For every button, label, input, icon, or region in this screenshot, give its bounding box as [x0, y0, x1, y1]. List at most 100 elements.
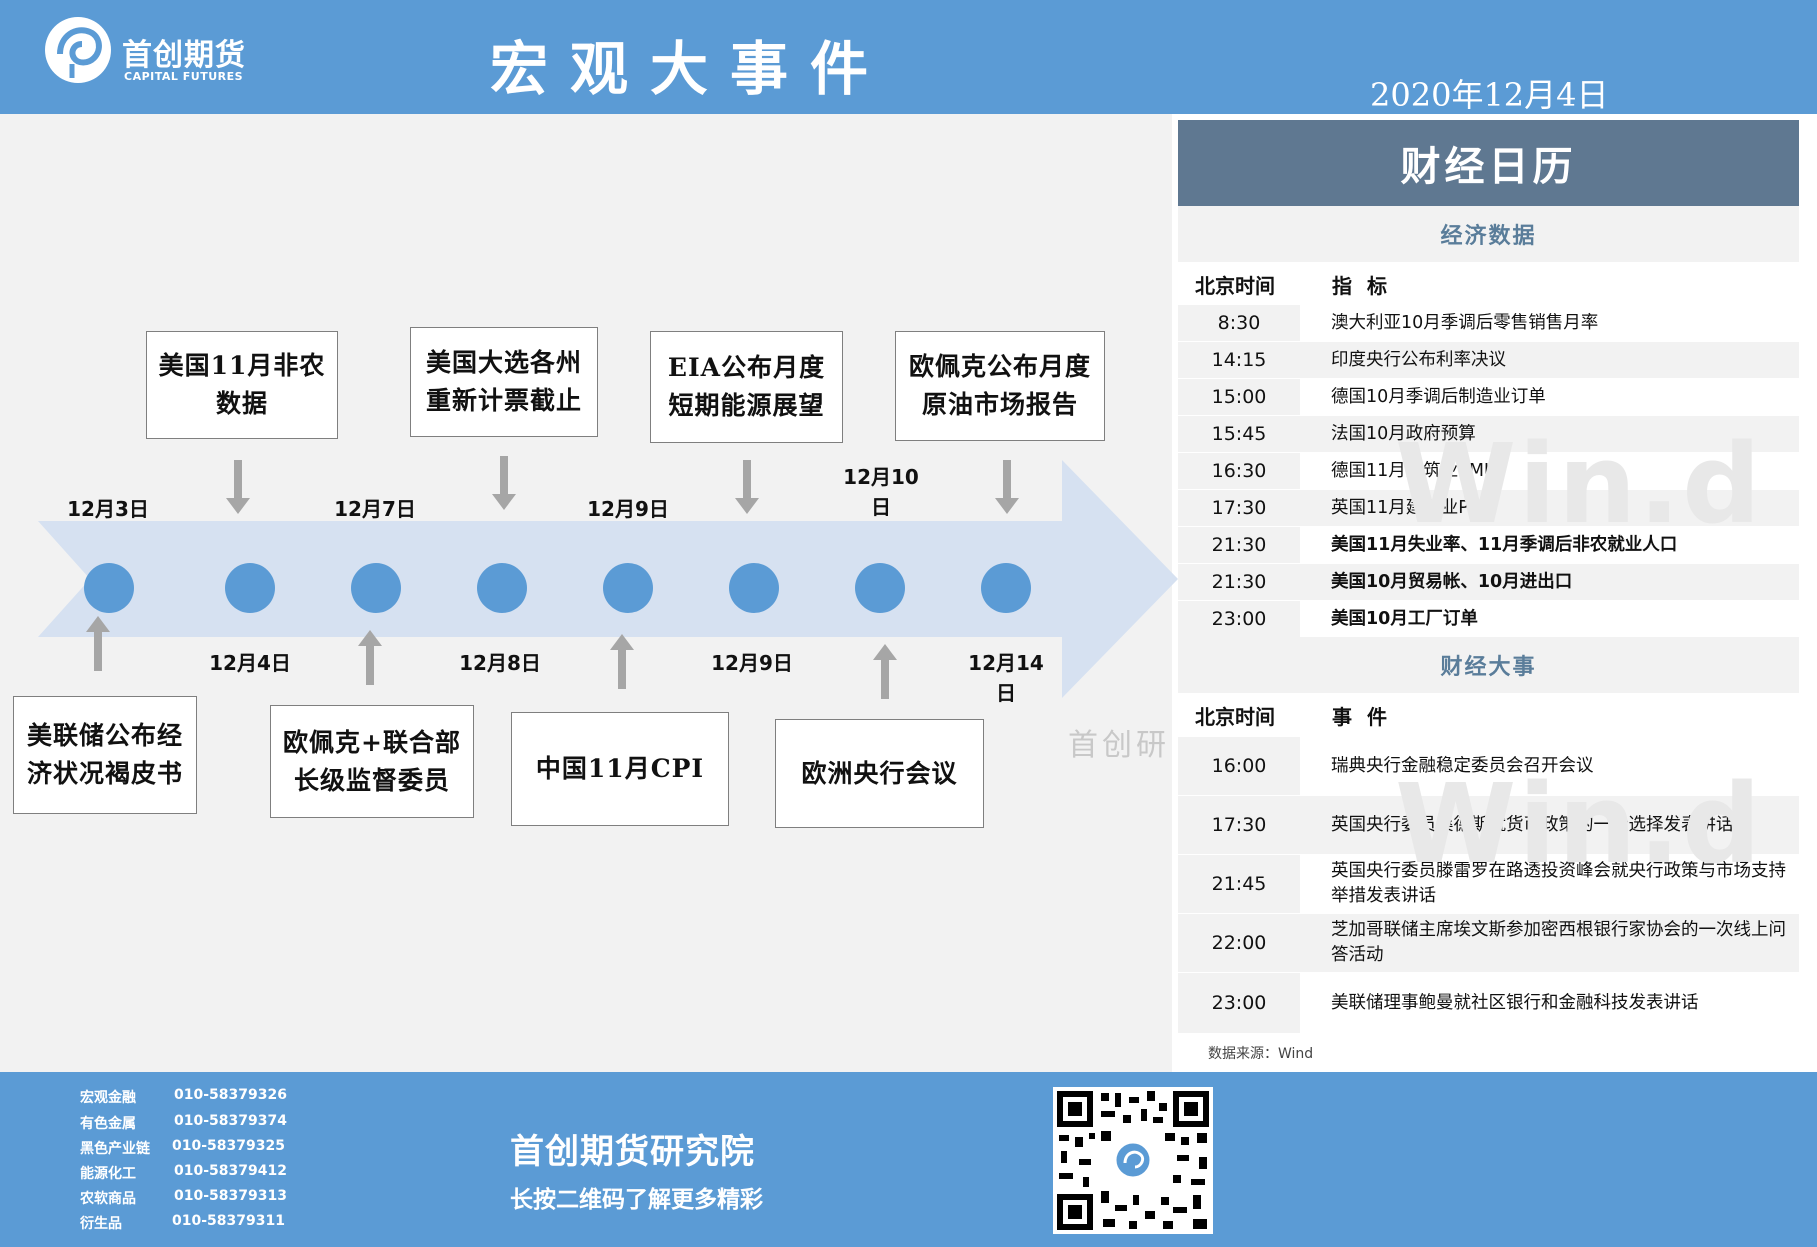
data-source-note: 数据来源：Wind: [1208, 1046, 1314, 1062]
econ-item: 美国11月失业率、11月季调后非农就业人口: [1331, 534, 1678, 555]
timeline-date: 12月9日: [711, 651, 793, 675]
timeline-date: 12月3日: [67, 497, 149, 521]
contact-dept: 农软商品: [80, 1191, 136, 1207]
econ-time: 16:30: [1178, 453, 1300, 489]
econ-item: 英国11月建筑业PMI: [1331, 497, 1490, 518]
event-box-ecb-meeting: 欧洲央行会议: [775, 719, 984, 828]
contact-dept: 衍生品: [80, 1216, 122, 1232]
event-item: 美联储理事鲍曼就社区银行和金融科技发表讲话: [1331, 992, 1699, 1013]
event-row: 21:45 英国央行委员滕雷罗在路透投资峰会就央行政策与市场支持举措发表讲话: [1178, 855, 1799, 913]
contact-phone: 010-58379325: [172, 1138, 285, 1154]
event-box-opec-plus: 欧佩克+联合部长级监督委员: [270, 705, 474, 818]
contact-dept: 能源化工: [80, 1166, 136, 1182]
timeline-dot: [603, 563, 653, 613]
report-date: 2020年12月4日: [1370, 76, 1609, 114]
events-col-item: 事 件: [1332, 705, 1391, 729]
econ-time: 21:30: [1178, 564, 1300, 600]
events-section-title: 财经大事: [1178, 637, 1799, 693]
contact-line: 黑色产业链 010-58379325: [80, 1138, 285, 1158]
event-time: 22:00: [1178, 914, 1300, 972]
contact-line: 衍生品 010-58379311: [80, 1213, 285, 1233]
contact-phone: 010-58379326: [174, 1087, 287, 1103]
econ-col-time: 北京时间: [1195, 274, 1275, 298]
econ-row: 15:45 法国10月政府预算: [1178, 416, 1799, 452]
econ-time: 21:30: [1178, 527, 1300, 563]
event-box-nfp: 美国11月非农数据: [146, 331, 338, 439]
event-row: 17:30 英国央行委员桑德斯就货币政策的一些选择发表讲话: [1178, 796, 1799, 854]
econ-row: 8:30 澳大利亚10月季调后零售销售月率: [1178, 305, 1799, 341]
contact-line: 能源化工 010-58379412: [80, 1163, 287, 1183]
event-time: 23:00: [1178, 973, 1300, 1033]
timeline-dot: [351, 563, 401, 613]
logo-text-en: CAPITAL FUTURES: [124, 70, 244, 83]
econ-item: 美国10月贸易帐、10月进出口: [1331, 571, 1573, 592]
contact-dept: 有色金属: [80, 1116, 136, 1132]
qr-code-icon[interactable]: [1053, 1087, 1213, 1234]
timeline-date: 12月9日: [587, 497, 669, 521]
timeline-date: 12月8日: [459, 651, 541, 675]
page-title: 宏观大事件: [490, 35, 891, 103]
contact-phone: 010-58379311: [172, 1213, 285, 1229]
timeline-date: 12月14日: [968, 651, 1044, 705]
event-item: 芝加哥联储主席埃文斯参加密西根银行家协会的一次线上问答活动: [1331, 920, 1786, 965]
econ-col-item: 指 标: [1332, 274, 1391, 298]
contact-phone: 010-58379374: [174, 1113, 287, 1129]
timeline-dot: [855, 563, 905, 613]
calendar-title: 财经日历: [1178, 120, 1799, 206]
event-row: 16:00 瑞典央行金融稳定委员会召开会议: [1178, 737, 1799, 795]
footer-bar: [0, 1072, 1817, 1247]
econ-item: 美国10月工厂订单: [1331, 608, 1478, 629]
events-col-time: 北京时间: [1195, 705, 1275, 729]
header-bar: [0, 0, 1817, 114]
econ-section-title: 经济数据: [1178, 206, 1799, 262]
event-item: 英国央行委员桑德斯就货币政策的一些选择发表讲话: [1331, 814, 1734, 835]
timeline-dot: [729, 563, 779, 613]
econ-row: 23:00 美国10月工厂订单: [1178, 601, 1799, 637]
logo-icon: [45, 17, 111, 83]
contact-phone: 010-58379412: [174, 1163, 287, 1179]
timeline-dot: [981, 563, 1031, 613]
econ-time: 14:15: [1178, 342, 1300, 378]
contact-line: 宏观金融 010-58379326: [80, 1087, 287, 1107]
econ-row: 14:15 印度央行公布利率决议: [1178, 342, 1799, 378]
timeline-dot: [477, 563, 527, 613]
econ-row: 21:30 美国10月贸易帐、10月进出口: [1178, 564, 1799, 600]
econ-item: 德国10月季调后制造业订单: [1331, 386, 1546, 407]
timeline-date: 12月10日: [843, 465, 919, 519]
event-box-china-cpi: 中国11月CPI: [511, 712, 729, 826]
econ-item: 法国10月政府预算: [1331, 423, 1476, 444]
event-time: 21:45: [1178, 855, 1300, 913]
econ-item: 澳大利亚10月季调后零售销售月率: [1331, 312, 1599, 333]
footer-tagline: 长按二维码了解更多精彩: [510, 1187, 763, 1213]
timeline-dot: [225, 563, 275, 613]
contact-phone: 010-58379313: [174, 1188, 287, 1204]
econ-time: 23:00: [1178, 601, 1300, 637]
contact-line: 农软商品 010-58379313: [80, 1188, 287, 1208]
event-item: 瑞典央行金融稳定委员会召开会议: [1331, 755, 1594, 776]
event-row: 23:00 美联储理事鲍曼就社区银行和金融科技发表讲话: [1178, 973, 1799, 1033]
contact-dept: 宏观金融: [80, 1090, 136, 1106]
timeline-date: 12月7日: [334, 497, 416, 521]
timeline-date: 12月4日: [209, 651, 291, 675]
event-time: 16:00: [1178, 737, 1300, 795]
econ-item: 印度央行公布利率决议: [1331, 349, 1506, 370]
wind-watermark: Win.d: [1395, 760, 1763, 888]
econ-row: 17:30 英国11月建筑业PMI: [1178, 490, 1799, 526]
econ-time: 15:00: [1178, 379, 1300, 415]
event-box-eia: EIA公布月度短期能源展望: [650, 331, 843, 443]
event-box-us-election: 美国大选各州重新计票截止: [410, 327, 598, 437]
econ-time: 17:30: [1178, 490, 1300, 526]
logo-text-cn: 首创期货: [122, 38, 246, 73]
econ-time: 8:30: [1178, 305, 1300, 341]
event-box-opec-report: 欧佩克公布月度原油市场报告: [895, 331, 1105, 441]
econ-time: 15:45: [1178, 416, 1300, 452]
contact-line: 有色金属 010-58379374: [80, 1113, 287, 1133]
event-box-beige-book: 美联储公布经济状况褐皮书: [13, 696, 197, 814]
econ-row: 16:30 德国11月建筑业PMI: [1178, 453, 1799, 489]
econ-item: 德国11月建筑业PMI: [1331, 460, 1490, 481]
contact-dept: 黑色产业链: [80, 1141, 150, 1157]
watermark-text: 首创研: [1068, 728, 1170, 763]
econ-row: 21:30 美国11月失业率、11月季调后非农就业人口: [1178, 527, 1799, 563]
econ-row: 15:00 德国10月季调后制造业订单: [1178, 379, 1799, 415]
wind-watermark: Win.d: [1395, 420, 1763, 548]
